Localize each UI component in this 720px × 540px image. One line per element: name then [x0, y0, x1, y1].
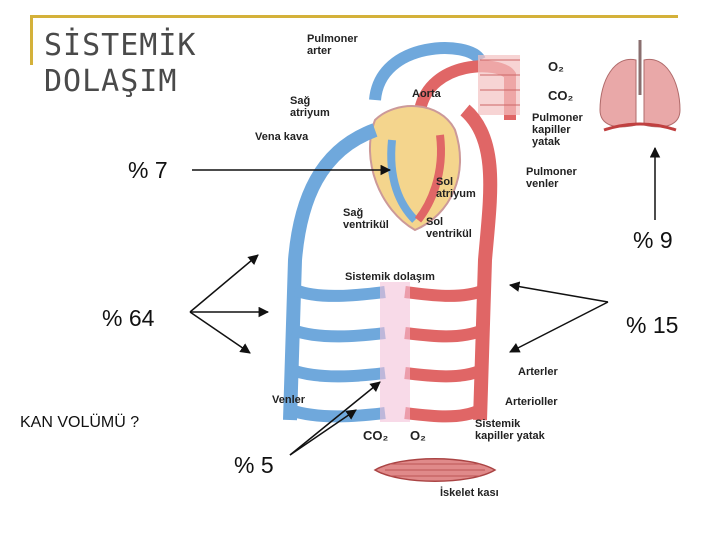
- title-line-2: DOLAŞIM: [44, 64, 178, 99]
- annotation-arrows: [189, 146, 661, 456]
- page-title: SİSTEMİK DOLAŞIM: [44, 28, 197, 100]
- pct-pulmonary: % 9: [633, 227, 673, 253]
- skeletal-muscle-icon: [373, 458, 497, 482]
- pct-capillary: % 5: [234, 452, 274, 478]
- frame-left-line: [30, 15, 33, 65]
- label-co2-top: CO₂: [548, 88, 574, 103]
- label-o2-top: O₂: [548, 59, 564, 74]
- pct-vena-cava: % 7: [128, 157, 168, 183]
- heart-icon: [369, 105, 461, 232]
- blood-volume-question: KAN VOLÜMÜ ?: [20, 414, 140, 431]
- label-co2-bottom: CO₂: [363, 428, 389, 443]
- pct-arterial: % 15: [626, 312, 679, 338]
- vena-cava-trunk: [283, 123, 378, 421]
- label-arterioller: Arterioller: [505, 396, 558, 408]
- frame-top-line: [30, 15, 678, 18]
- pct-venous: % 64: [102, 305, 155, 331]
- label-iskelet-kasi: İskelet kası: [440, 487, 499, 499]
- systemic-loops: [288, 282, 488, 423]
- label-aorta: Aorta: [412, 88, 441, 100]
- label-venler: Venler: [272, 394, 306, 406]
- label-o2-bottom: O₂: [410, 428, 426, 443]
- pulmonary-loop: [369, 42, 520, 120]
- title-line-1: SİSTEMİK: [44, 28, 197, 63]
- lungs-icon: [599, 40, 681, 132]
- label-arterler: Arterler: [518, 366, 558, 378]
- label-sistemik-dolasim: Sistemik dolaşım: [345, 271, 435, 283]
- label-vena-kava: Vena kava: [255, 131, 309, 143]
- aorta-trunk: [460, 104, 498, 421]
